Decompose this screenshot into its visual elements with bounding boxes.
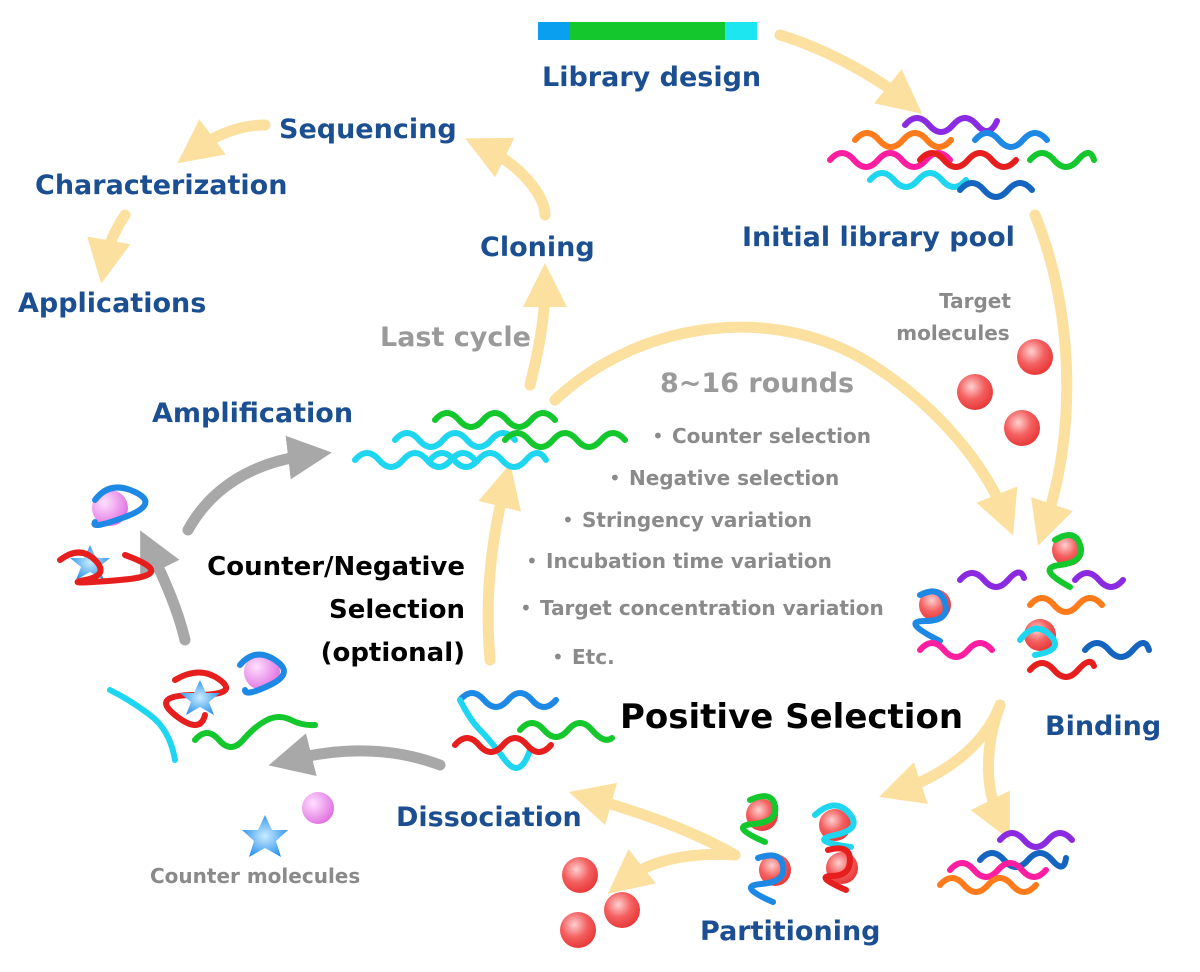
counter-cluster-bottom-icon [107, 651, 318, 763]
yellow-arrows [87, 29, 1073, 894]
partitioning-unbound-icon [937, 830, 1075, 895]
released-targets-icon [560, 857, 640, 948]
amplification-label: Amplification [152, 398, 353, 429]
svg-text:•: • [562, 508, 574, 532]
last-cycle-label: Last cycle [380, 322, 531, 353]
counter-cluster-top-icon [57, 484, 155, 586]
binding-label: Binding [1045, 711, 1161, 742]
svg-text:•: • [609, 466, 621, 490]
dissociation-label: Dissociation [396, 802, 582, 833]
applications-label: Applications [18, 288, 206, 319]
binding-cluster-icon [912, 532, 1152, 680]
counter-selection-label-3: (optional) [321, 638, 465, 668]
svg-text:•: • [652, 424, 664, 448]
partitioning-bound-icon [739, 793, 858, 905]
round-option: Stringency variation [582, 508, 812, 532]
initial-pool-strands-icon [827, 115, 1097, 200]
counter-selection-label-2: Selection [329, 595, 465, 625]
counter-molecules-icon [242, 792, 334, 857]
rounds-label: 8~16 rounds [660, 368, 854, 399]
svg-text:•: • [526, 549, 538, 573]
svg-text:•: • [552, 645, 564, 669]
round-option: Target concentration variation [540, 596, 884, 620]
characterization-label: Characterization [35, 170, 287, 201]
initial-pool-label: Initial library pool [742, 222, 1015, 253]
dissociation-strands-icon [452, 690, 615, 771]
svg-text:•: • [520, 596, 532, 620]
library-bar-icon [538, 22, 757, 40]
counter-selection-label-1: Counter/Negative [207, 552, 465, 582]
sequencing-label: Sequencing [279, 114, 457, 145]
round-option: Counter selection [672, 424, 871, 448]
round-options-list: • Counter selection • Negative selection… [520, 424, 884, 669]
cloning-label: Cloning [480, 232, 595, 263]
partitioning-label: Partitioning [700, 916, 881, 947]
positive-selection-label: Positive Selection [620, 697, 963, 737]
round-option: Incubation time variation [546, 549, 832, 573]
round-option: Negative selection [629, 466, 839, 490]
grey-arrows [140, 435, 446, 777]
target-molecules-icon [957, 339, 1053, 446]
counter-molecules-label: Counter molecules [150, 864, 360, 888]
library-design-label: Library design [542, 62, 761, 93]
round-option: Etc. [572, 645, 615, 669]
amplification-strands-icon [352, 410, 628, 470]
target-molecules-label-1: Target [939, 289, 1011, 313]
target-molecules-label-2: molecules [896, 321, 1009, 345]
